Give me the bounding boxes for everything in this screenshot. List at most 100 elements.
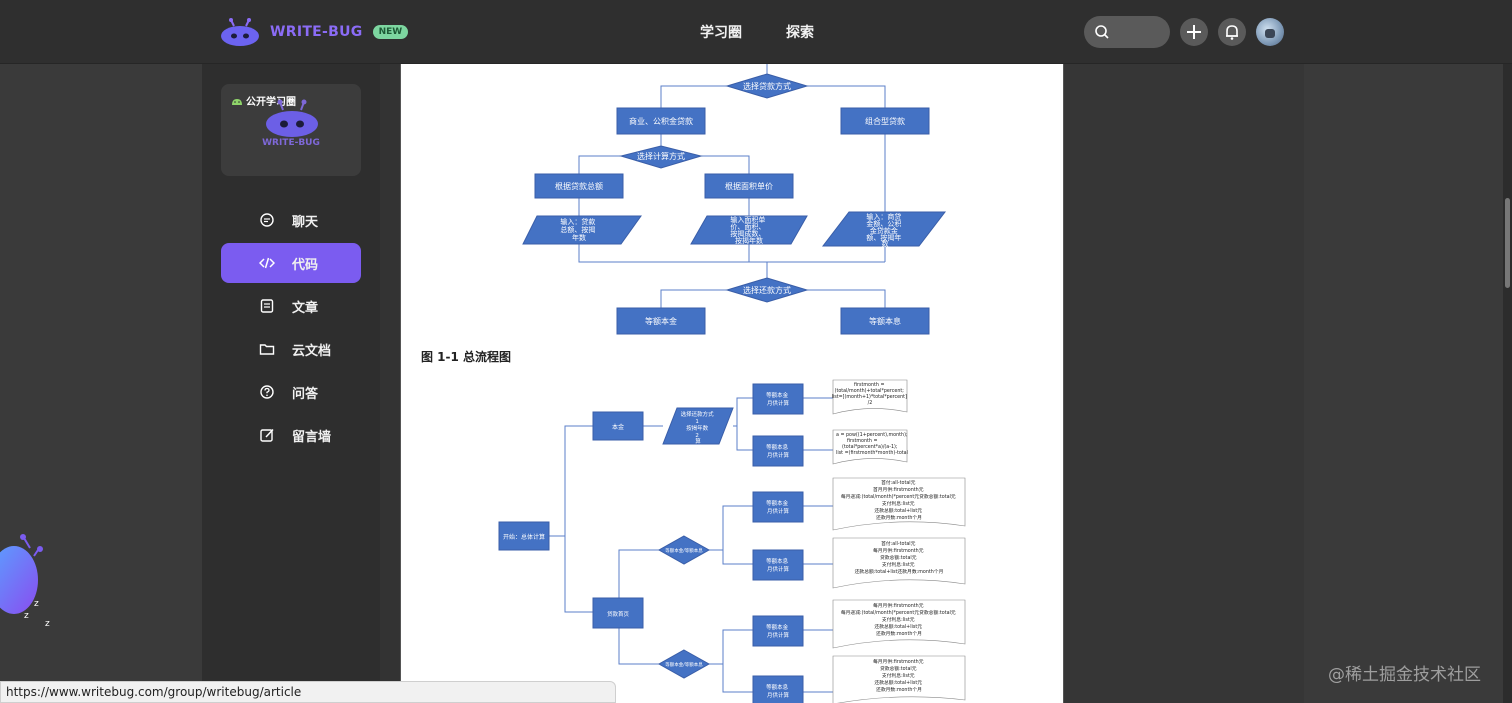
flow-text: 首付:all-total元 首月月供:firstmonth元 每月递减:(tot…	[841, 479, 957, 521]
flow-decision	[619, 145, 703, 169]
flow-process	[592, 411, 644, 441]
flow-text: 每月月供:firstmonth元 贷款总额:total元 支付利息:list元 …	[873, 658, 925, 693]
flow-text: 商业、公积金贷款	[629, 116, 693, 126]
flow-input	[522, 215, 642, 245]
flow-process	[752, 491, 804, 523]
flow-process	[752, 549, 804, 581]
search-icon	[1095, 25, 1109, 39]
flow-text: 本金	[612, 423, 624, 431]
sidebar-item-message-wall[interactable]: 留言墙	[221, 415, 361, 455]
flow-text: 等额本金/等额本息	[665, 547, 703, 554]
figure-caption: 图 1-1 总流程图	[421, 350, 512, 364]
sidebar-item-label: 问答	[292, 387, 319, 402]
flow-text: firstmonth = (total/month)+total*percent…	[832, 382, 909, 406]
sidebar-item-cloud-docs[interactable]: 云文档	[221, 329, 361, 369]
flow-text: a = pow((1+percent),month); firstmonth =…	[836, 432, 909, 456]
new-badge: NEW	[372, 25, 409, 39]
top-header: WRITE-BUG NEW 学习圈 探索	[0, 0, 1512, 64]
flow-text: 首付:all-total元 每月月供:firstmonth元 贷款总额:tota…	[855, 540, 944, 575]
main-nav: 学习圈 探索	[700, 22, 814, 42]
search-box[interactable]	[1084, 16, 1170, 48]
folder-icon	[259, 344, 275, 355]
svg-text:z: z	[45, 619, 50, 629]
robot-logo-icon	[221, 18, 259, 46]
group-tag-label: 公开学习圈	[246, 97, 296, 108]
flow-text: 等额本金 月供计算	[766, 499, 790, 515]
sidebar-item-article[interactable]: 文章	[221, 286, 361, 326]
flow-process	[840, 107, 930, 135]
flow-text: 选择贷款方式	[743, 81, 791, 91]
flow-text: 等额本息 月供计算	[766, 443, 790, 459]
flow-process	[752, 435, 804, 467]
flow-text: 等额本息	[869, 316, 901, 326]
flow-decision	[657, 535, 711, 565]
scrollbar-thumb[interactable]	[1505, 198, 1510, 288]
android-icon	[232, 98, 242, 105]
group-card[interactable]: 公开学习圈 WRITE-BUG	[221, 84, 361, 176]
chat-icon	[260, 213, 274, 227]
sidebar-item-label: 文章	[292, 301, 319, 316]
flow-text: 每月月供:firstmonth元 每月递减:(total/month)*perc…	[841, 602, 957, 637]
flow-process	[534, 173, 624, 199]
sidebar-item-label: 代码	[292, 258, 319, 273]
article-icon	[260, 299, 274, 313]
flow-document	[832, 477, 966, 531]
flow-text: 等额本金/等额本息	[665, 661, 703, 668]
flow-process	[752, 615, 804, 647]
robot-logo-icon	[266, 99, 318, 137]
flow-process	[840, 307, 930, 335]
loan-flowchart-1: 选择贷款方式 商业、公积金贷款 组合型贷款 选择计算方式 根据贷款总额 根据面积…	[522, 64, 947, 335]
flow-process	[752, 675, 804, 703]
sidebar-item-qa[interactable]: 问答	[221, 372, 361, 412]
flow-document	[832, 655, 966, 703]
flow-process	[498, 521, 550, 551]
status-bar-url: https://www.writebug.com/group/writebug/…	[0, 681, 616, 703]
content-gutter	[380, 64, 400, 703]
brand-title: WRITE-BUG	[270, 24, 363, 40]
notifications-button[interactable]	[1218, 18, 1246, 46]
sidebar-item-chat[interactable]: 聊天	[221, 200, 361, 240]
sidebar-item-code[interactable]: 代码	[221, 243, 361, 283]
flow-text: 选择还款方式	[743, 285, 791, 295]
flow-text: 等额本金	[645, 316, 677, 326]
brand-logo[interactable]: WRITE-BUG NEW	[220, 16, 409, 48]
loan-flowchart-2: 开始：总体计算 本金 选择还款方式 1 按揭年数 2 算 等额本金 月供计算 等…	[498, 379, 966, 703]
flow-process	[752, 383, 804, 415]
add-button[interactable]	[1180, 18, 1208, 46]
page-scrollbar[interactable]	[1503, 64, 1512, 703]
group-name: WRITE-BUG	[262, 138, 320, 148]
flow-text: 输入面积单 价、面积、 按揭成数、 按揭年数	[730, 215, 767, 245]
sidebar-item-label: 留言墙	[292, 430, 332, 445]
flow-text: 输入：商贷 金额、公积 金贷款金 额、按揭年 数	[866, 212, 903, 248]
flow-text: 根据面积单价	[725, 181, 773, 191]
svg-text:z: z	[24, 611, 29, 621]
flow-text: 开始：总体计算	[503, 533, 545, 541]
group-tag: 公开学习圈	[231, 93, 296, 108]
flow-document	[832, 379, 908, 415]
flow-decision	[657, 649, 711, 679]
flow-document	[832, 429, 908, 465]
flow-input	[821, 211, 947, 247]
watermark: @稀土掘金技术社区	[1328, 665, 1481, 685]
flow-process	[616, 107, 706, 135]
svg-text:z: z	[34, 599, 39, 609]
flow-input	[690, 215, 808, 245]
bell-icon	[1226, 25, 1238, 40]
flow-document	[832, 599, 966, 649]
code-icon	[259, 257, 275, 269]
user-avatar[interactable]	[1256, 18, 1284, 46]
sidebar-item-label: 聊天	[292, 215, 319, 230]
flow-process	[592, 597, 644, 629]
flow-text: 等额本息 月供计算	[766, 683, 790, 699]
flow-decision	[725, 277, 809, 303]
article-content: 选择贷款方式 商业、公积金贷款 组合型贷款 选择计算方式 根据贷款总额 根据面积…	[400, 64, 1064, 703]
flow-text: 等额本金 月供计算	[766, 391, 790, 407]
question-icon	[260, 385, 274, 399]
nav-explore[interactable]: 探索	[786, 25, 814, 41]
flow-decision	[725, 73, 809, 99]
nav-study-circle[interactable]: 学习圈	[700, 25, 742, 41]
floating-mascot-icon[interactable]: z z z	[0, 530, 60, 630]
flow-text: 选择计算方式	[637, 151, 685, 161]
edit-icon	[260, 428, 274, 442]
flow-process	[704, 173, 794, 199]
